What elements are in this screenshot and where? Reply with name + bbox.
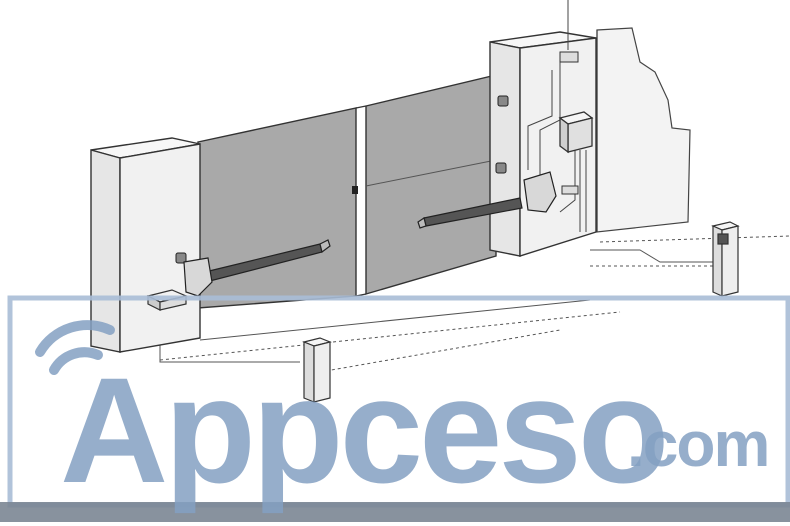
watermark-brand: Appceso bbox=[60, 346, 669, 514]
watermark-tld: .com bbox=[627, 408, 770, 480]
left-pillar bbox=[90, 137, 201, 353]
bottom-bar bbox=[0, 502, 790, 522]
wiring bbox=[527, 0, 587, 232]
right-gate-leaf bbox=[355, 74, 497, 297]
photocell-top bbox=[559, 51, 579, 63]
gate-center-lock bbox=[352, 186, 358, 194]
right-operator bbox=[417, 171, 557, 229]
right-wall bbox=[596, 27, 691, 233]
hinges bbox=[175, 95, 509, 264]
photocell-post-back bbox=[711, 221, 740, 297]
photocell-post-front bbox=[302, 337, 332, 403]
left-operator bbox=[183, 239, 331, 297]
junction-box bbox=[561, 185, 579, 195]
control-box bbox=[558, 111, 594, 154]
wifi-icon bbox=[35, 320, 115, 375]
